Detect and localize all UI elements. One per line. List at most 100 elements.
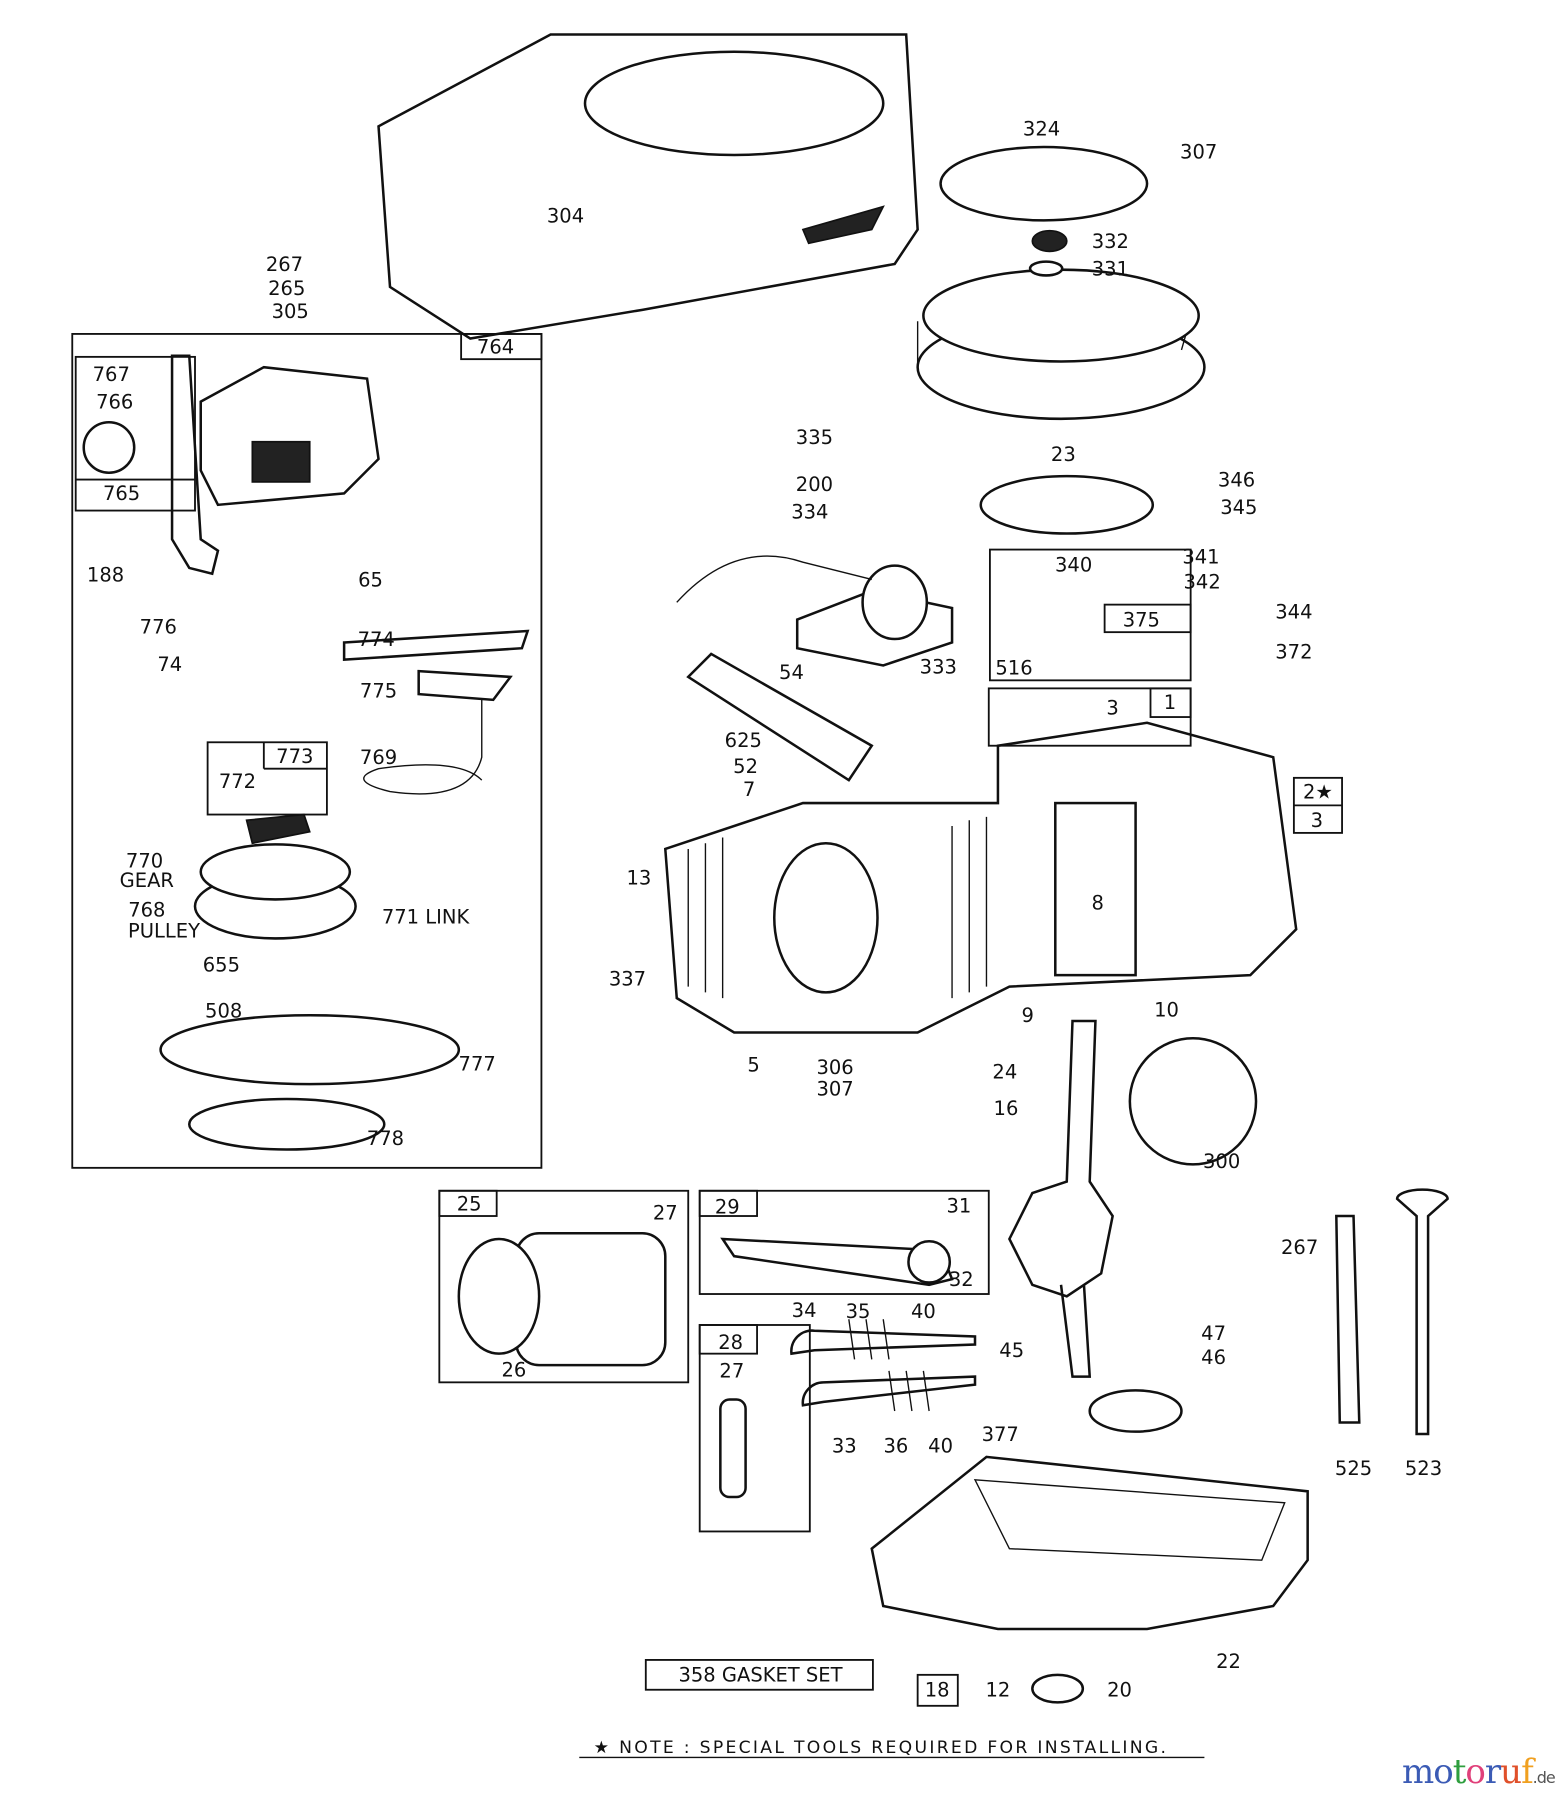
- part-label: 10: [1154, 998, 1179, 1021]
- spring-cup: [188, 1097, 386, 1151]
- box-773: [206, 741, 328, 816]
- part-label: 377: [982, 1423, 1019, 1446]
- motoruf-logo: motoruf.de: [1402, 1752, 1556, 1792]
- part-label: 54: [779, 661, 804, 684]
- part-label: 65: [358, 568, 383, 591]
- oil-seal: [1031, 1673, 1085, 1704]
- footnote: ★ NOTE : SPECIAL TOOLS REQUIRED FOR INST…: [594, 1738, 1169, 1758]
- part-label: 765: [103, 482, 140, 505]
- part-label: 331: [1092, 257, 1129, 280]
- valve-springs: [848, 1319, 930, 1412]
- box-358: [644, 1659, 874, 1691]
- oil-fill-tube: [1335, 1214, 1361, 1424]
- logo-letter: u: [1500, 1752, 1522, 1792]
- part-label: 1: [1164, 691, 1176, 714]
- part-label: 16: [994, 1097, 1019, 1120]
- part-label: 3: [1106, 697, 1118, 720]
- part-label: 333: [920, 655, 957, 678]
- part-label: 766: [96, 390, 133, 413]
- part-label: 2★: [1303, 780, 1333, 803]
- crankcase-sump: [870, 1455, 1309, 1631]
- part-label: 306: [816, 1056, 853, 1079]
- part-label: 36: [883, 1434, 908, 1457]
- part-label: 34: [792, 1299, 817, 1322]
- box-1-tag: [1149, 687, 1192, 718]
- box-28-tag: [698, 1324, 758, 1355]
- part-label: 33: [832, 1434, 857, 1457]
- part-label: 324: [1023, 117, 1060, 140]
- box-25: [438, 1189, 690, 1384]
- part-label: 775: [360, 680, 397, 703]
- piston-ring: [457, 1237, 541, 1355]
- part-label: 655: [203, 954, 240, 977]
- cylinder-fins: [687, 816, 988, 999]
- muffler: [1128, 1036, 1258, 1166]
- part-label: 332: [1092, 230, 1129, 253]
- part-label: 773: [276, 745, 313, 768]
- part-label: 40: [928, 1434, 953, 1457]
- part-label: 27: [653, 1201, 678, 1224]
- sump-gasket: [973, 1479, 1286, 1561]
- part-label: 300: [1203, 1150, 1240, 1173]
- part-label: 32: [949, 1268, 974, 1291]
- bracket-window: [251, 440, 311, 483]
- logo-letters: motoruf: [1402, 1752, 1534, 1792]
- part-label: 625: [725, 729, 762, 752]
- part-label: 345: [1220, 496, 1257, 519]
- dipstick: [1395, 1188, 1449, 1436]
- part-drawings: [82, 33, 1449, 1704]
- part-label: 45: [999, 1339, 1024, 1362]
- part-label: 29: [715, 1196, 740, 1219]
- cylinder-block: [663, 721, 1298, 1034]
- box-29-tag: [698, 1189, 758, 1217]
- part-label: 3: [1311, 809, 1323, 832]
- rewind-starter-panel: [71, 333, 543, 1169]
- part-label: 22: [1216, 1650, 1241, 1673]
- part-label: 767: [93, 363, 130, 386]
- part-label: 265: [268, 277, 305, 300]
- crankshaft: [1008, 1019, 1114, 1378]
- part-label: 776: [140, 615, 177, 638]
- logo-letter: o: [1465, 1752, 1486, 1792]
- part-label: 525: [1335, 1457, 1372, 1480]
- part-label: 25: [457, 1192, 482, 1215]
- piston-pin: [719, 1398, 747, 1499]
- part-label: 337: [609, 967, 646, 990]
- cam-gear: [1088, 1389, 1183, 1433]
- part-label: 372: [1275, 641, 1312, 664]
- part-label: 341: [1182, 545, 1219, 568]
- part-label: 778: [367, 1127, 404, 1150]
- part-label: 28: [718, 1331, 743, 1354]
- part-label: 200: [796, 473, 833, 496]
- box-765: [74, 355, 196, 512]
- logo-letter: o: [1433, 1752, 1454, 1792]
- rod-big-end: [907, 1239, 952, 1284]
- box-764: [460, 333, 543, 361]
- box-29: [698, 1189, 990, 1295]
- part-label: 340: [1055, 553, 1092, 576]
- blower-housing-vent: [801, 205, 885, 245]
- breather: [1054, 801, 1137, 977]
- part-label: 8: [1092, 892, 1104, 915]
- logo-suffix: .de: [1532, 1768, 1556, 1787]
- rewind-spring: [159, 1014, 461, 1086]
- part-label: 307: [816, 1078, 853, 1101]
- part-label: 23: [1051, 443, 1076, 466]
- flywheel-top: [922, 268, 1200, 363]
- ratchet-dog: [245, 813, 311, 845]
- part-label: 20: [1107, 1679, 1132, 1702]
- governor-bearing: [82, 420, 136, 474]
- part-label: 774: [358, 628, 395, 651]
- part-label: 344: [1275, 600, 1312, 623]
- part-label: 342: [1184, 571, 1221, 594]
- washer: [1028, 260, 1064, 277]
- logo-letter: m: [1402, 1752, 1434, 1792]
- part-label: 771 LINK: [382, 906, 471, 929]
- box-375-tag: [1103, 603, 1192, 634]
- logo-letter: t: [1452, 1752, 1467, 1792]
- blower-housing-opening: [583, 50, 885, 157]
- part-label: 375: [1123, 608, 1160, 631]
- part-label: 769: [360, 746, 397, 769]
- part-boxes: [71, 333, 1343, 1707]
